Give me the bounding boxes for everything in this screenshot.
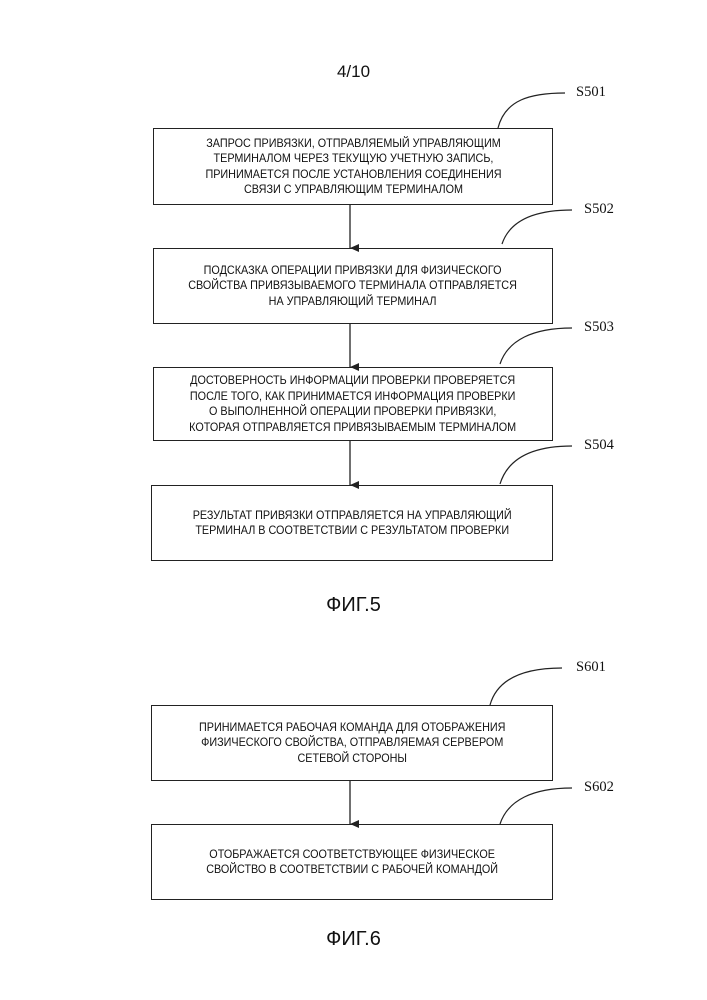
leader-s503 — [500, 328, 572, 364]
process-text-s601: ПРИНИМАЕТСЯ РАБОЧАЯ КОМАНДА ДЛЯ ОТОБРАЖЕ… — [199, 720, 505, 767]
leader-s504 — [500, 446, 572, 484]
process-box-s502: ПОДСКАЗКА ОПЕРАЦИИ ПРИВЯЗКИ ДЛЯ ФИЗИЧЕСК… — [153, 248, 553, 324]
process-text-s503: ДОСТОВЕРНОСТЬ ИНФОРМАЦИИ ПРОВЕРКИ ПРОВЕР… — [189, 373, 516, 435]
process-text-s602: ОТОБРАЖАЕТСЯ СООТВЕТСТВУЮЩЕЕ ФИЗИЧЕСКОЕ … — [206, 847, 498, 878]
step-label-s602: S602 — [584, 779, 614, 796]
step-label-s503: S503 — [584, 319, 614, 336]
process-text-s502: ПОДСКАЗКА ОПЕРАЦИИ ПРИВЯЗКИ ДЛЯ ФИЗИЧЕСК… — [189, 263, 518, 310]
process-box-s601: ПРИНИМАЕТСЯ РАБОЧАЯ КОМАНДА ДЛЯ ОТОБРАЖЕ… — [151, 705, 553, 781]
figure-caption-6: ФИГ.6 — [0, 928, 707, 951]
step-label-s601: S601 — [576, 659, 606, 676]
step-label-s501: S501 — [576, 84, 606, 101]
process-text-s501: ЗАПРОС ПРИВЯЗКИ, ОТПРАВЛЯЕМЫЙ УПРАВЛЯЮЩИ… — [205, 136, 501, 198]
leader-s601 — [490, 668, 562, 705]
process-box-s602: ОТОБРАЖАЕТСЯ СООТВЕТСТВУЮЩЕЕ ФИЗИЧЕСКОЕ … — [151, 824, 553, 900]
step-label-s504: S504 — [584, 437, 614, 454]
process-box-s503: ДОСТОВЕРНОСТЬ ИНФОРМАЦИИ ПРОВЕРКИ ПРОВЕР… — [153, 367, 553, 441]
process-text-s504: РЕЗУЛЬТАТ ПРИВЯЗКИ ОТПРАВЛЯЕТСЯ НА УПРАВ… — [193, 508, 512, 539]
leader-s602 — [500, 788, 572, 824]
process-box-s504: РЕЗУЛЬТАТ ПРИВЯЗКИ ОТПРАВЛЯЕТСЯ НА УПРАВ… — [151, 485, 553, 561]
figure-caption-5: ФИГ.5 — [0, 594, 707, 617]
step-label-s502: S502 — [584, 201, 614, 218]
leader-s502 — [502, 210, 572, 244]
process-box-s501: ЗАПРОС ПРИВЯЗКИ, ОТПРАВЛЯЕМЫЙ УПРАВЛЯЮЩИ… — [153, 128, 553, 205]
leader-s501 — [498, 93, 565, 128]
